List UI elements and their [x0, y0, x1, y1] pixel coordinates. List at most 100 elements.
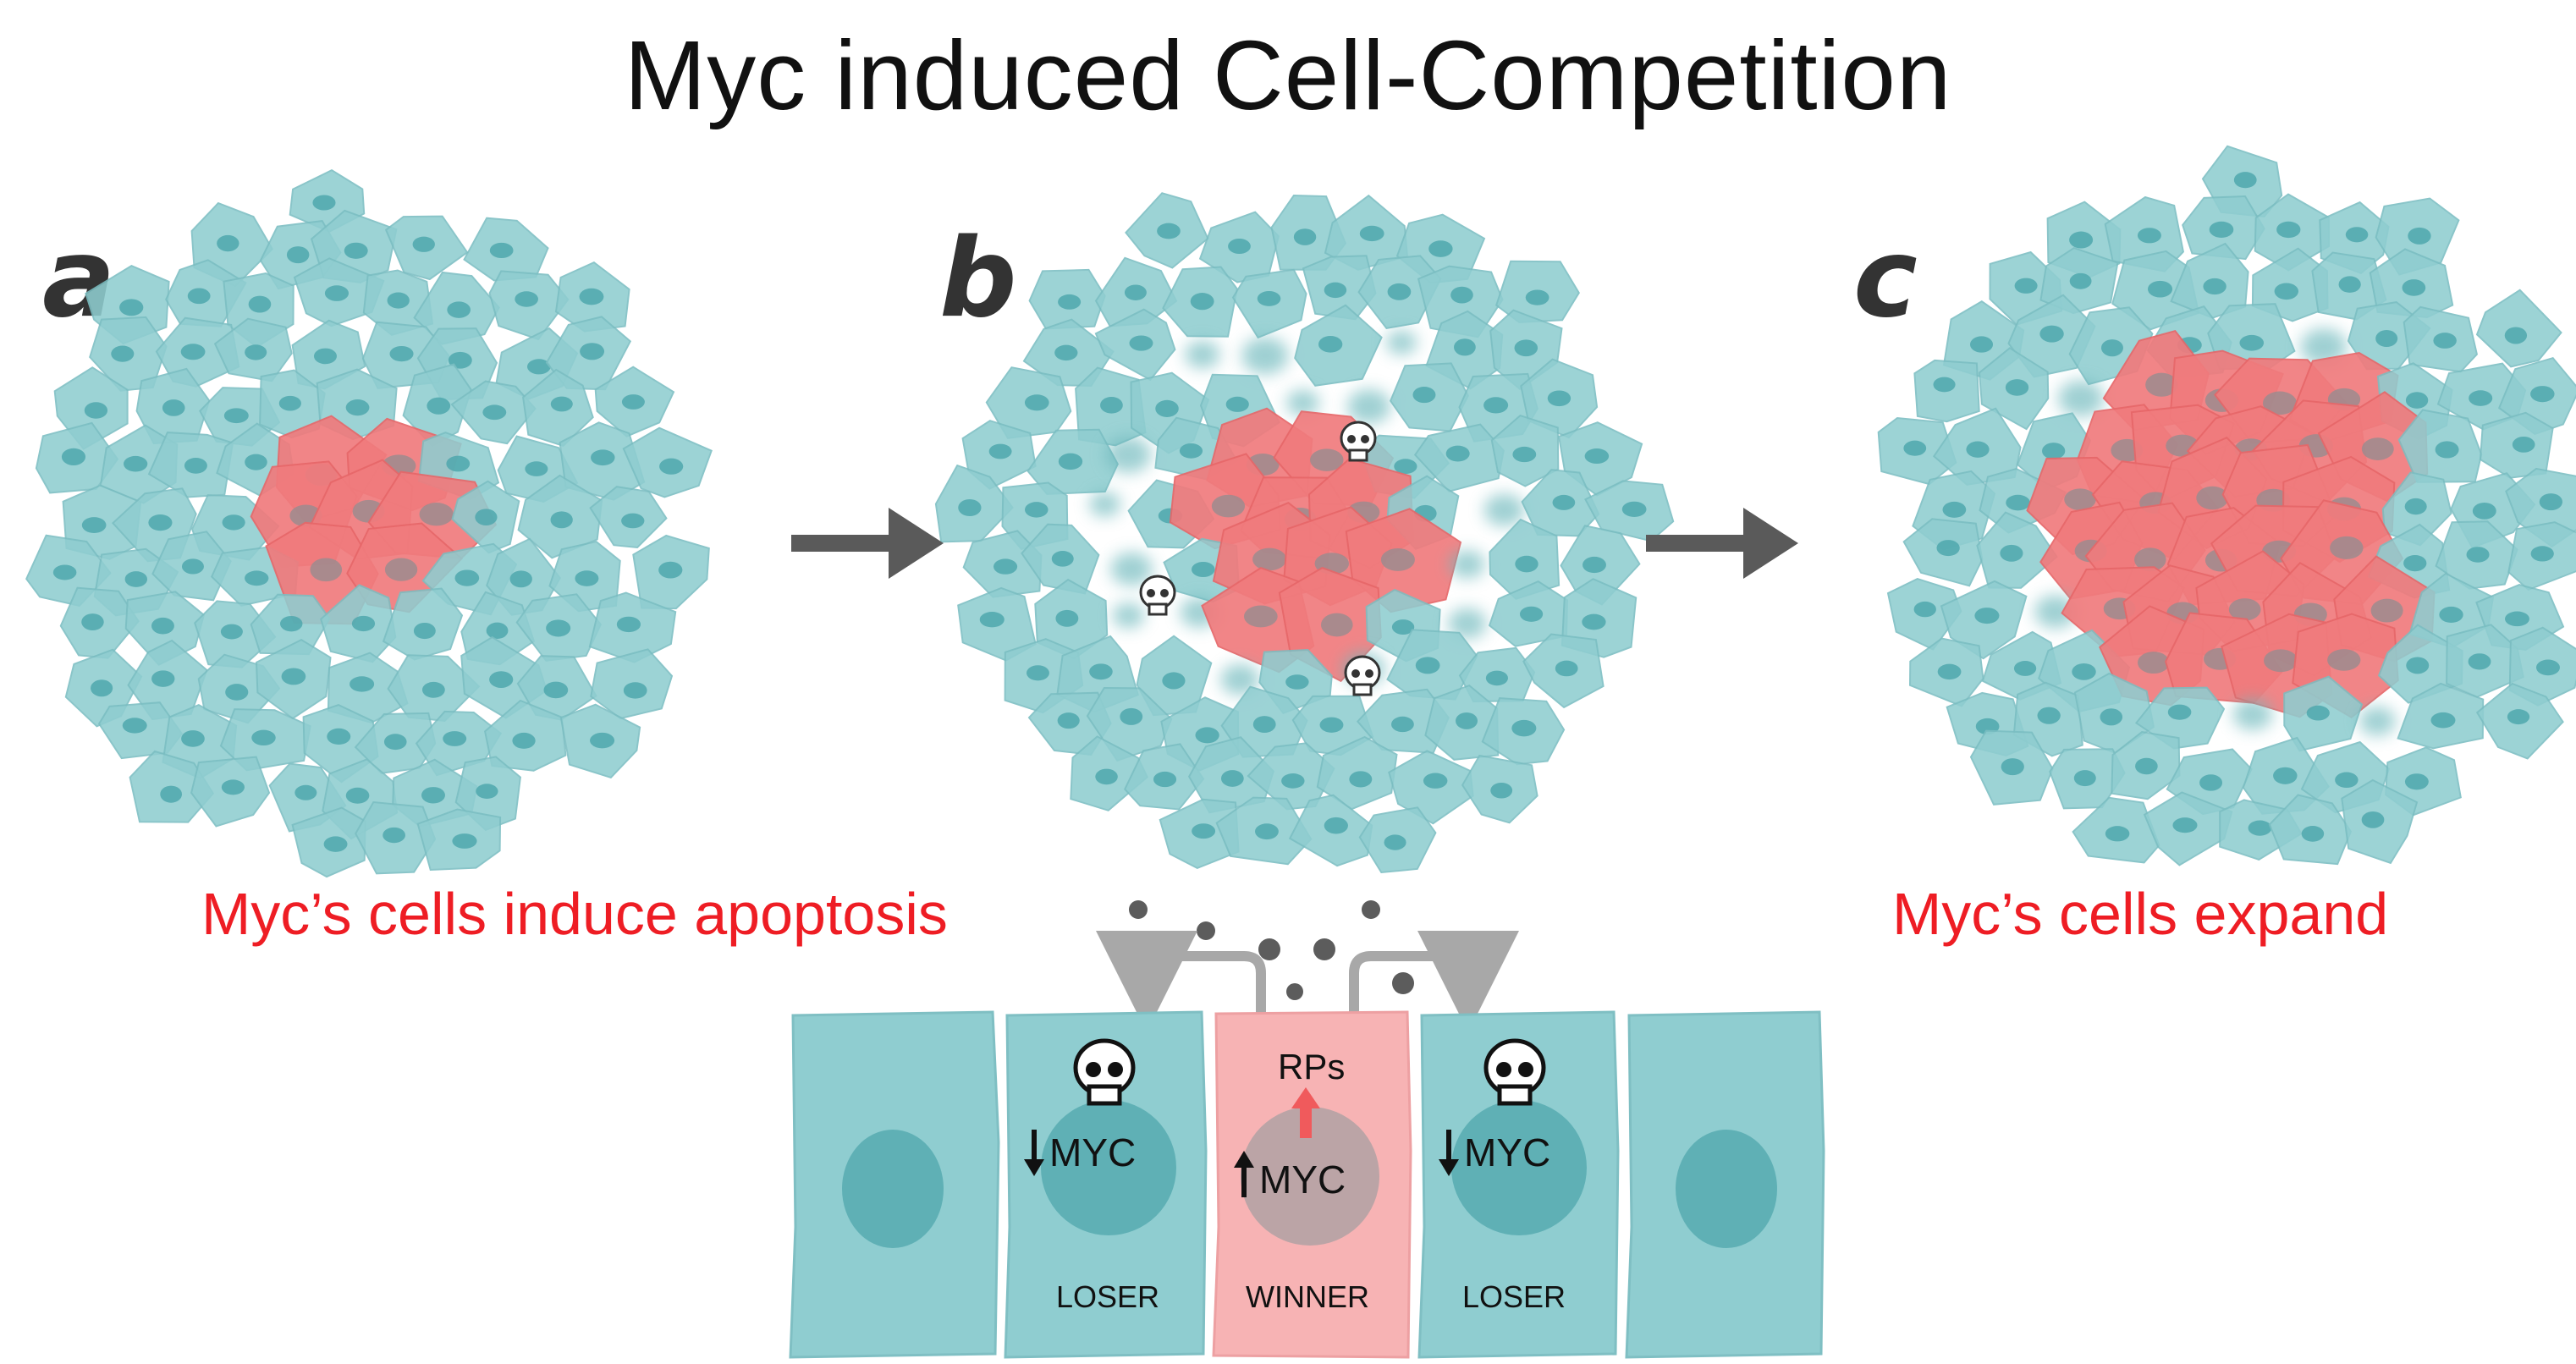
- cell-nucleus: [482, 404, 507, 421]
- cell-nucleus: [616, 616, 641, 633]
- cell-nucleus: [1359, 225, 1384, 242]
- cell-nucleus: [421, 681, 445, 698]
- cell-nucleus: [1415, 657, 1440, 674]
- cell-nucleus: [1584, 448, 1610, 465]
- caption-expand: Myc’s cells expand: [1892, 881, 2389, 947]
- cell-nucleus: [2233, 172, 2257, 189]
- down-arrow-icon: [1439, 1130, 1459, 1176]
- cell-nucleus: [2472, 503, 2496, 520]
- apoptotic-debris: [1483, 493, 1525, 526]
- cell-nucleus: [1555, 660, 1578, 677]
- cell-nucleus: [1243, 605, 1278, 628]
- cell-nucleus: [2404, 498, 2427, 515]
- cell-nucleus: [2209, 221, 2234, 239]
- cell-nucleus: [621, 394, 645, 410]
- cell-nucleus: [2405, 392, 2429, 409]
- cell-nucleus: [2037, 707, 2061, 724]
- cell-nucleus: [148, 514, 173, 531]
- cell-nucleus: [1058, 453, 1083, 470]
- apoptotic-debris: [2359, 707, 2396, 736]
- cell-nucleus: [52, 564, 77, 580]
- cluster-a: [25, 169, 713, 878]
- cell-nucleus: [443, 731, 467, 746]
- apoptotic-debris: [1104, 436, 1152, 473]
- cell-nucleus: [2361, 437, 2394, 460]
- arrow-a-to-b: [791, 508, 944, 579]
- cell-nucleus: [1153, 771, 1177, 788]
- cell-nucleus: [550, 396, 573, 412]
- cell-nucleus: [2327, 649, 2361, 671]
- cell-nucleus: [2248, 820, 2272, 836]
- signal-arrow-left: [1096, 930, 1266, 1032]
- cell-nucleus: [2535, 659, 2560, 676]
- apoptotic-debris: [2034, 595, 2077, 629]
- cell-nucleus: [225, 684, 249, 701]
- cell-nucleus: [2014, 278, 2038, 294]
- cell-nucleus: [1100, 397, 1123, 414]
- apoptotic-debris: [1241, 337, 1289, 375]
- cell-nucleus: [1582, 613, 1606, 630]
- cell-nucleus: [220, 624, 243, 640]
- cell-nucleus: [1966, 441, 1990, 458]
- cell-nucleus: [281, 668, 306, 685]
- cell-nucleus: [181, 730, 205, 747]
- cell-nucleus: [251, 729, 276, 746]
- secreted-particles: [1129, 900, 1414, 1000]
- cell-nucleus: [344, 242, 368, 259]
- down-arrow-icon: [1024, 1130, 1044, 1176]
- cell-nucleus: [476, 784, 498, 799]
- cell-nucleus: [1547, 390, 1571, 407]
- cell-nucleus: [621, 513, 645, 529]
- cell-nucleus: [489, 671, 514, 688]
- cell-nucleus: [2530, 546, 2554, 562]
- cell-nucleus: [1162, 672, 1186, 690]
- cell-nucleus: [2013, 661, 2037, 676]
- cell-nucleus: [2430, 712, 2456, 729]
- cell-nucleus: [1512, 446, 1537, 463]
- cell-nucleus: [421, 787, 445, 804]
- apoptotic-debris: [1450, 550, 1485, 579]
- cell-nucleus: [1252, 716, 1276, 734]
- cell-nucleus: [84, 402, 108, 419]
- cell-nucleus: [1058, 294, 1082, 310]
- cell-nucleus: [1281, 773, 1305, 789]
- cell-nucleus: [2137, 652, 2170, 674]
- winner-myc-label: MYC: [1259, 1158, 1346, 1202]
- cell-nucleus: [1318, 336, 1343, 353]
- cell-nucleus: [323, 836, 348, 852]
- cell-nucleus: [345, 399, 370, 416]
- loser-right-myc-label: MYC: [1464, 1130, 1550, 1174]
- apoptotic-debris: [2232, 698, 2273, 730]
- cell-nucleus: [2239, 334, 2265, 351]
- apoptotic-debris: [1110, 552, 1153, 586]
- cell-nucleus: [222, 514, 245, 531]
- cell-nucleus: [2406, 657, 2430, 674]
- up-arrow-red-icon: [1291, 1087, 1320, 1138]
- cell-nucleus: [2100, 708, 2123, 726]
- apoptotic-debris: [1347, 389, 1391, 424]
- cell-nucleus: [454, 569, 480, 586]
- cell-nucleus: [245, 454, 267, 470]
- cell-nucleus: [61, 448, 86, 465]
- up-arrow-icon: [1234, 1151, 1254, 1197]
- schematic-nucleus-winner: [1241, 1107, 1379, 1246]
- cell-nucleus: [1324, 282, 1347, 299]
- loser-left-label: LOSER: [1056, 1279, 1159, 1314]
- cell-nucleus: [1936, 540, 1960, 557]
- cell-nucleus: [278, 395, 301, 411]
- cell-nucleus: [383, 827, 405, 844]
- cell-nucleus: [2504, 327, 2528, 344]
- cell-nucleus: [2005, 379, 2029, 396]
- cell-nucleus: [2335, 772, 2359, 789]
- cell-nucleus: [1412, 386, 1436, 404]
- cell-nucleus: [2064, 488, 2096, 511]
- cell-nucleus: [1120, 707, 1143, 725]
- cell-nucleus: [223, 408, 249, 424]
- cell-nucleus: [1228, 238, 1251, 255]
- cell-nucleus: [294, 784, 317, 800]
- caption-apoptosis: Myc’s cells induce apoptosis: [201, 881, 948, 947]
- cell-nucleus: [1621, 501, 1647, 517]
- cell-nucleus: [1310, 448, 1344, 471]
- cell-nucleus: [486, 622, 509, 640]
- cell-nucleus: [310, 558, 343, 582]
